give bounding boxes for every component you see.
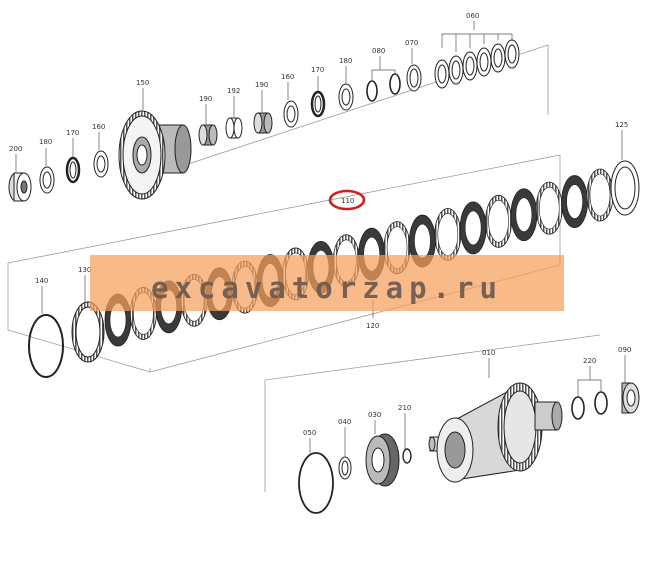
ring-220-b — [594, 391, 608, 415]
top-row-parts — [8, 39, 520, 202]
label-010: 010 — [482, 349, 495, 357]
label-180-left: 180 — [39, 138, 52, 146]
ring-050 — [298, 452, 334, 514]
disc-bore — [414, 223, 431, 259]
disc-bore — [566, 184, 583, 219]
spacer-192 — [225, 117, 243, 139]
label-170-left: 170 — [66, 129, 79, 137]
label-190-left: 190 — [199, 95, 212, 103]
label-060: 060 — [466, 12, 479, 20]
watermark-band — [90, 255, 564, 311]
bearing-190-b — [253, 112, 273, 134]
leader-lines — [15, 21, 626, 457]
label-192: 192 — [227, 87, 240, 95]
ring-220-a — [571, 396, 585, 420]
label-150: 150 — [136, 79, 149, 87]
label-070: 070 — [405, 39, 418, 47]
label-180-top: 180 — [339, 57, 352, 65]
disc-bore — [538, 186, 560, 230]
ring-210 — [402, 448, 412, 464]
bottom-assembly — [298, 382, 640, 514]
label-200: 200 — [9, 145, 22, 153]
label-140: 140 — [35, 277, 48, 285]
bearing-200 — [8, 172, 32, 202]
part-labels: 060 080 070 180 170 160 190 192 190 150 … — [9, 12, 631, 437]
label-190-right: 190 — [255, 81, 268, 89]
watermark-text: excavatorzap.ru — [151, 271, 503, 305]
bearing-090 — [621, 382, 640, 414]
label-080: 080 — [372, 47, 385, 55]
label-120: 120 — [366, 322, 379, 330]
label-160-left: 160 — [92, 123, 105, 131]
snap-ring-080-b — [389, 73, 401, 95]
disc-bore — [589, 173, 611, 217]
label-110: 110 — [341, 197, 354, 205]
label-090: 090 — [618, 346, 631, 354]
hub-030 — [365, 433, 400, 487]
label-130: 130 — [78, 266, 91, 274]
highlight-110-circle — [328, 189, 366, 211]
disc-bore — [488, 200, 509, 243]
bearing-190-a — [198, 124, 218, 146]
snap-ring-140 — [28, 314, 64, 378]
disc-bore — [464, 210, 482, 246]
label-220: 220 — [583, 357, 596, 365]
plate-set-060 — [434, 39, 520, 89]
label-210: 210 — [398, 404, 411, 412]
label-125: 125 — [615, 121, 628, 129]
carrier-010 — [428, 382, 563, 483]
label-160-top: 160 — [281, 73, 294, 81]
label-030: 030 — [368, 411, 381, 419]
snap-ring-080-a — [366, 80, 378, 102]
label-170-top: 170 — [311, 66, 324, 74]
disc-bore — [437, 213, 459, 256]
disc-bore — [515, 197, 533, 233]
gear-150 — [118, 110, 192, 200]
label-040: 040 — [338, 418, 351, 426]
label-050: 050 — [303, 429, 316, 437]
